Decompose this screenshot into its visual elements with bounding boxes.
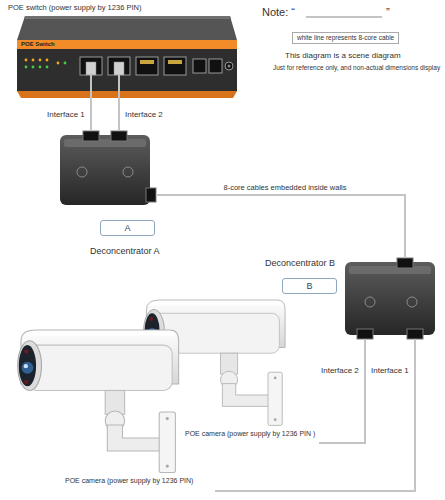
poe-switch-device (228, 65, 231, 68)
poe-switch-device (114, 62, 124, 75)
splitter-b-device (357, 329, 373, 339)
poe-camera-figure (18, 330, 179, 473)
splitter-a-device (77, 167, 87, 177)
poe-switch-device (32, 59, 35, 62)
edge-label: Interface 1 (370, 366, 410, 376)
poe-switch-device (46, 59, 49, 62)
poe-switch-device (64, 62, 67, 65)
note-text: Just for reference only, and non-actual … (273, 64, 440, 72)
poe-switch-device (25, 59, 28, 62)
poe-camera-figure (18, 330, 179, 473)
splitter: A Deconcentrator A (28, 128, 165, 262)
poe-switch-device (17, 16, 237, 102)
poe-camera: POE camera (power supply by 1236 PIN) (3, 325, 215, 497)
splitter-b-device (397, 258, 413, 268)
poe-switch-device (80, 57, 102, 75)
letter-tag: A (100, 220, 155, 236)
splitter-a-device (146, 188, 156, 202)
device-label: POE Switch (21, 41, 55, 48)
part-name: Deconcentrator A (90, 246, 160, 257)
splitter-b-device (404, 250, 406, 258)
poe-switch-device (32, 66, 35, 69)
poe-switch-device (90, 75, 92, 102)
splitter-a-device (111, 131, 127, 141)
part-name: Deconcentrator B (265, 258, 335, 269)
poe-switch-device (24, 16, 231, 19)
poe-switch-device (140, 60, 154, 64)
cable-line (165, 195, 405, 250)
splitter-b-device (345, 250, 435, 350)
splitter-b-device (364, 339, 366, 350)
device-heading: POE switch (power supply by 1236 PIN) (8, 3, 141, 12)
poe-switch-device (136, 57, 158, 75)
edge-label: Interface 1 (46, 110, 86, 120)
splitter-a-device (60, 135, 150, 205)
poe-switch-device (86, 62, 96, 75)
camera-caption: POE camera (power supply by 1236 PIN) (65, 477, 193, 485)
splitter-a-device (123, 167, 133, 177)
note-box: white line represents 8-core cable (292, 32, 399, 44)
splitter-a-device (83, 131, 99, 141)
poe-switch-device (17, 16, 237, 40)
poe-camera: POE camera (power supply by 1236 PIN ) (130, 300, 319, 447)
edge-label: Interface 2 (124, 110, 164, 120)
cable-line (90, 102, 92, 128)
camera-caption: POE camera (power supply by 1236 PIN ) (185, 430, 315, 438)
poe-switch-device (225, 62, 233, 70)
note-text: Note: “ (262, 6, 295, 19)
poe-switch-device (108, 57, 130, 75)
splitter-a-device (60, 128, 165, 205)
note-text: This diagram is a scene diagram (285, 51, 401, 61)
poe-switch-device (164, 57, 186, 75)
edge-label: 8-core cables embedded inside walls (223, 183, 348, 192)
poe-switch-device (168, 60, 182, 64)
cable-line (319, 350, 365, 443)
splitter-b-device (345, 262, 435, 335)
splitter-a-device (118, 128, 120, 131)
poe-switch-device (193, 59, 206, 73)
poe-switch-device (17, 49, 237, 91)
splitter: Deconcentrator B B (262, 250, 440, 350)
note-line-sample (306, 17, 382, 18)
cable-line (118, 102, 120, 128)
splitter-b-device (407, 297, 417, 307)
cable-line (215, 350, 415, 491)
poe-switch-device (25, 66, 28, 69)
poe-switch-device (57, 62, 60, 65)
poe-switch-device (209, 59, 222, 73)
letter-tag: B (282, 278, 337, 294)
poe-switch-device (39, 59, 42, 62)
splitter-a-device (90, 128, 92, 131)
poe-switch-device (39, 66, 42, 69)
note-line-sample (306, 16, 382, 18)
splitter-b-device (349, 266, 431, 274)
poe-switch: POE switch (power supply by 1236 PIN) POE… (5, 2, 240, 102)
splitter-b-device (365, 297, 375, 307)
poe-switch-device (118, 75, 120, 102)
splitter-b-device (407, 329, 423, 339)
splitter-a-device (156, 194, 165, 196)
note-text: ” (386, 6, 390, 19)
splitter-a-device (64, 139, 146, 147)
poe-switch-device (17, 91, 237, 98)
edge-label: Interface 2 (320, 366, 360, 376)
poe-switch-device (17, 40, 237, 49)
splitter-b-device (414, 339, 416, 350)
poe-switch-device (46, 66, 49, 69)
